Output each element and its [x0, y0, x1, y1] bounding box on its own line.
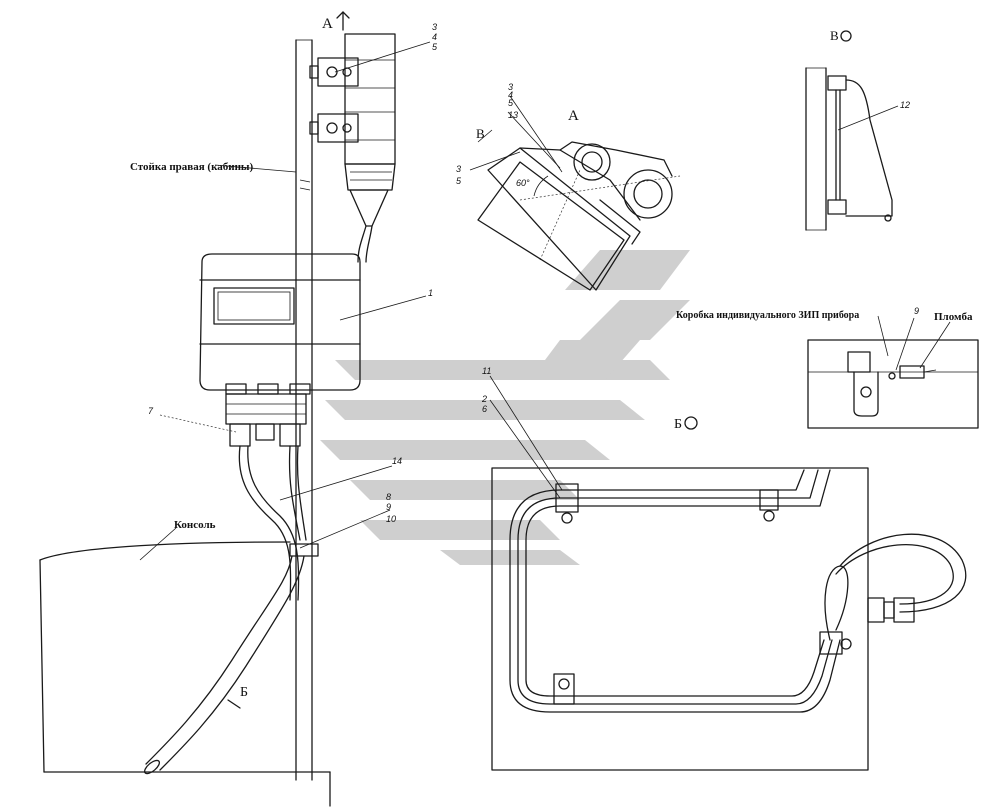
- svg-text:13: 13: [508, 110, 518, 120]
- svg-text:В: В: [476, 126, 485, 141]
- svg-text:A: A: [322, 16, 333, 32]
- callout-numbers: 1 3 4 5 7 14 8 9 10 3 4 5 13 3 5 12 9 11…: [148, 22, 919, 524]
- svg-text:12: 12: [900, 100, 910, 110]
- svg-text:7: 7: [148, 406, 154, 416]
- section-mark-a: A: [322, 11, 350, 32]
- watermark-logo: [320, 250, 690, 565]
- label-korobka: Коробка индивидуального ЗИП прибора: [676, 310, 859, 321]
- svg-text:Б: Б: [674, 417, 682, 432]
- svg-text:A: A: [568, 108, 579, 124]
- svg-text:9: 9: [386, 502, 391, 512]
- svg-text:8: 8: [386, 492, 391, 502]
- label-konsol: Консоль: [174, 519, 216, 531]
- label-stoyka: Стойка правая (кабины): [130, 161, 254, 173]
- svg-text:2: 2: [481, 394, 487, 404]
- svg-text:3: 3: [432, 22, 437, 32]
- svg-text:В: В: [830, 28, 839, 43]
- console-body: [39, 541, 331, 807]
- detail-v: В: [805, 28, 899, 231]
- svg-text:10: 10: [386, 514, 396, 524]
- detail-zip-box: [807, 315, 979, 429]
- svg-text:5: 5: [508, 98, 514, 108]
- svg-text:1: 1: [428, 288, 433, 298]
- section-mark-b: Б: [227, 685, 248, 709]
- leaders-main: [139, 41, 431, 561]
- svg-text:11: 11: [482, 366, 491, 376]
- box-connectors: [225, 393, 307, 601]
- svg-text:4: 4: [508, 90, 513, 100]
- svg-text:9: 9: [914, 306, 919, 316]
- upper-clamp-assembly: [309, 33, 396, 263]
- svg-text:6: 6: [482, 404, 487, 414]
- detail-a: A В 60°: [469, 95, 681, 291]
- svg-text:3: 3: [456, 164, 461, 174]
- svg-text:14: 14: [392, 456, 402, 466]
- svg-text:5: 5: [432, 42, 438, 52]
- svg-text:60°: 60°: [516, 178, 530, 188]
- lower-cable-and-clamp: [143, 543, 319, 775]
- detail-b: Б: [489, 375, 967, 771]
- instrument-box: [199, 253, 361, 395]
- svg-text:3: 3: [508, 82, 513, 92]
- svg-text:4: 4: [432, 32, 437, 42]
- svg-text:Б: Б: [240, 685, 248, 700]
- label-plomba: Пломба: [934, 311, 973, 323]
- svg-text:5: 5: [456, 176, 462, 186]
- right-cabin-post: [295, 39, 313, 781]
